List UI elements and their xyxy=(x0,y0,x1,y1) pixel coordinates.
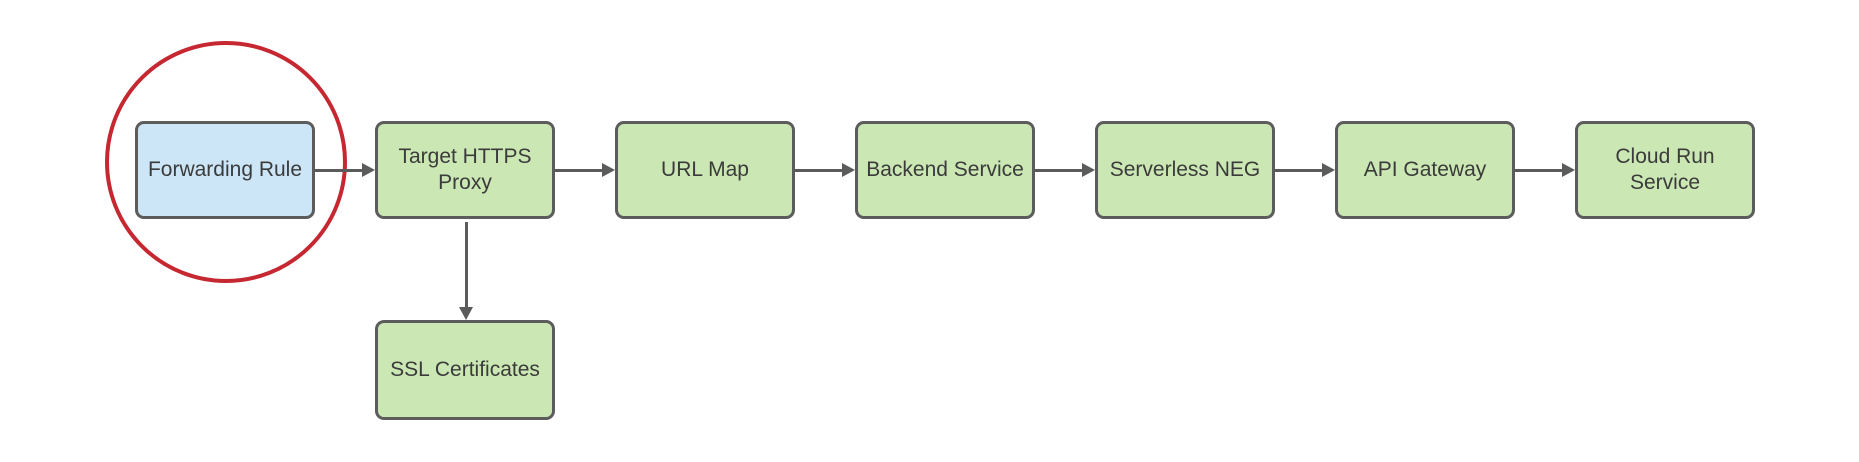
arrow-api-gateway-to-cloud-run-service xyxy=(1515,163,1575,177)
node-api-gateway-label: API Gateway xyxy=(1363,157,1487,181)
node-url-map: URL Map xyxy=(615,121,795,219)
arrowhead-right-icon xyxy=(1082,163,1095,177)
node-ssl-certificates: SSL Certificates xyxy=(375,320,555,420)
node-forwarding-rule: Forwarding Rule xyxy=(135,121,315,219)
node-forwarding-rule-label: Forwarding Rule xyxy=(147,157,303,181)
arrowhead-down-icon xyxy=(459,307,473,320)
node-target-https-proxy-label: Target HTTPS Proxy xyxy=(398,144,532,194)
arrowhead-right-icon xyxy=(842,163,855,177)
node-api-gateway: API Gateway xyxy=(1335,121,1515,219)
arrow-shaft xyxy=(1035,168,1084,172)
arrowhead-right-icon xyxy=(1322,163,1335,177)
arrow-target-https-proxy-to-url-map xyxy=(555,163,615,177)
arrowhead-right-icon xyxy=(602,163,615,177)
node-url-map-label: URL Map xyxy=(661,157,749,181)
node-cloud-run-service-label: Cloud Run Service xyxy=(1615,144,1715,194)
arrow-backend-service-to-serverless-neg xyxy=(1035,163,1095,177)
arrow-shaft xyxy=(1515,168,1564,172)
arrowhead-right-icon xyxy=(1562,163,1575,177)
arrow-target-https-proxy-to-ssl-certificates xyxy=(459,222,473,320)
node-serverless-neg-label: Serverless NEG xyxy=(1109,157,1261,181)
arrow-shaft xyxy=(555,168,604,172)
arrow-url-map-to-backend-service xyxy=(795,163,855,177)
node-cloud-run-service: Cloud Run Service xyxy=(1575,121,1755,219)
arrow-serverless-neg-to-api-gateway xyxy=(1275,163,1335,177)
highlight-circle xyxy=(105,41,347,283)
arrow-shaft xyxy=(315,168,364,172)
arrow-shaft xyxy=(464,222,468,309)
arrow-shaft xyxy=(795,168,844,172)
node-ssl-certificates-label: SSL Certificates xyxy=(390,357,540,381)
node-target-https-proxy: Target HTTPS Proxy xyxy=(375,121,555,219)
node-serverless-neg: Serverless NEG xyxy=(1095,121,1275,219)
arrowhead-right-icon xyxy=(362,163,375,177)
node-backend-service-label: Backend Service xyxy=(866,157,1024,181)
node-backend-service: Backend Service xyxy=(855,121,1035,219)
arrow-forwarding-rule-to-target-https-proxy xyxy=(315,163,375,177)
arrow-shaft xyxy=(1275,168,1324,172)
